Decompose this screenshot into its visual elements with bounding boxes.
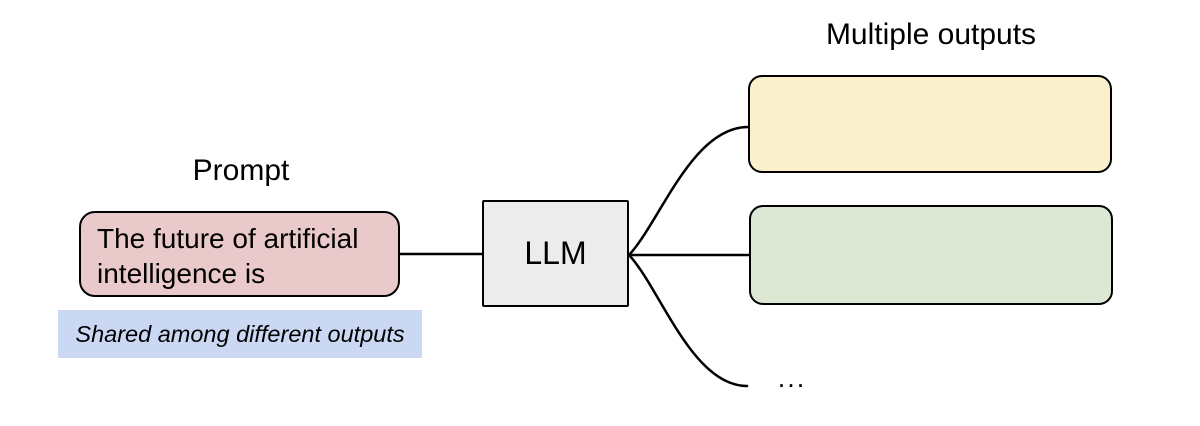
more-outputs-ellipsis: ... <box>777 363 807 393</box>
connector-llm-to-output-top <box>627 125 750 257</box>
multiple-outputs-label: Multiple outputs <box>825 18 1037 51</box>
prompt-box: The future of artificial intelligence is <box>79 211 400 297</box>
llm-label: LLM <box>524 235 587 271</box>
prompt-box-text: The future of artificial intelligence is <box>97 223 359 289</box>
shared-note-text: Shared among different outputs <box>75 320 405 347</box>
shared-note-highlight: Shared among different outputs <box>58 310 422 358</box>
prompt-section-label: Prompt <box>192 154 290 187</box>
output-box-top <box>748 75 1112 173</box>
connector-llm-to-more-outputs <box>627 253 749 388</box>
output-box-middle <box>749 205 1113 305</box>
llm-box: LLM <box>482 200 629 307</box>
